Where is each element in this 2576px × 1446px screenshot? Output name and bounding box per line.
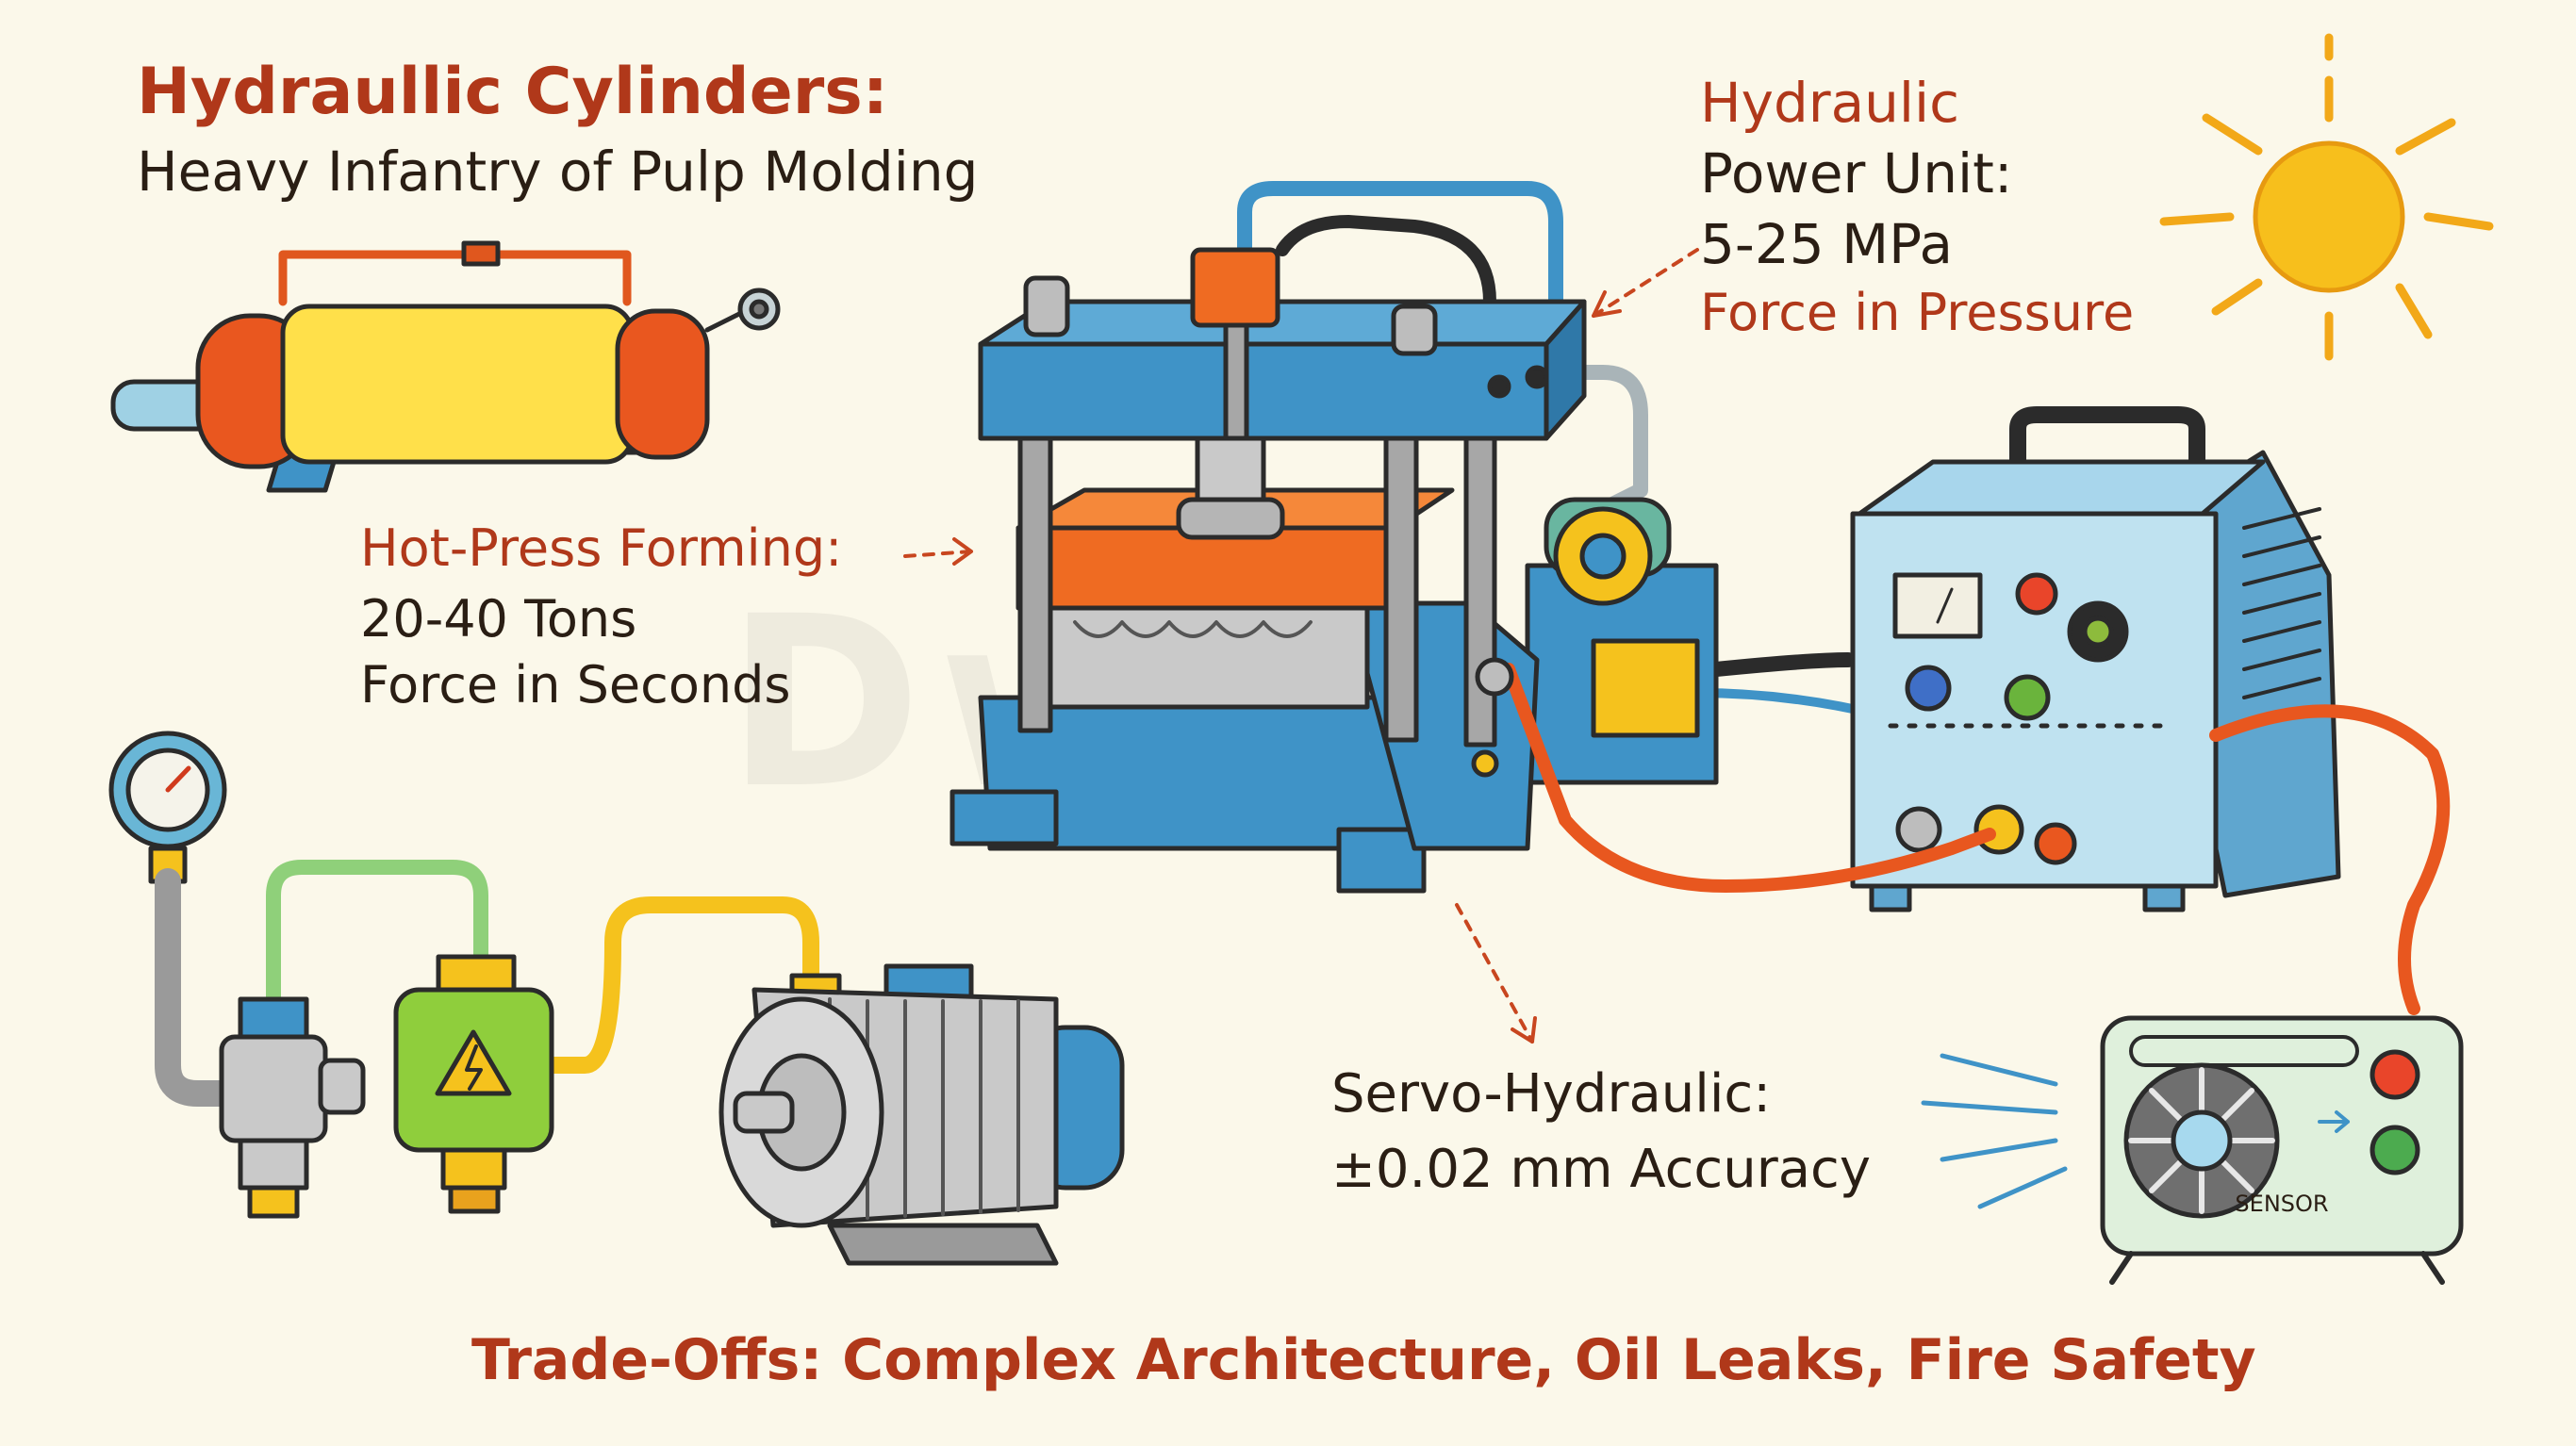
page-subtitle: Heavy Infantry of Pulp Molding xyxy=(137,140,979,204)
hot-press-caption: Force in Seconds xyxy=(360,655,791,715)
hot-press-tonnage: 20-40 Tons xyxy=(360,589,637,649)
pressure-gauge-icon xyxy=(108,731,244,1107)
power-unit-label-line1: Hydraulic xyxy=(1700,71,1960,135)
servo-label: Servo-Hydraulic: xyxy=(1331,1063,1772,1125)
solenoid-warning-icon xyxy=(393,954,554,1214)
power-unit-caption: Force in Pressure xyxy=(1700,283,2135,342)
electric-motor-icon xyxy=(718,963,1125,1266)
sensor-box-icon xyxy=(1921,1015,2464,1285)
trade-offs-caption: Trade-Offs: Complex Architecture, Oil Le… xyxy=(471,1327,2256,1393)
sun-icon xyxy=(2159,33,2494,361)
sensor-label: SENSOR xyxy=(2235,1191,2328,1217)
hydraulic-press-icon xyxy=(949,247,1719,894)
hydraulic-cylinder-icon xyxy=(110,240,781,493)
power-unit-pressure: 5-25 MPa xyxy=(1700,212,1954,276)
hot-press-label: Hot-Press Forming: xyxy=(360,518,843,578)
page-title: Hydraullic Cylinders: xyxy=(137,55,888,129)
power-unit-icon xyxy=(1850,406,2341,912)
servo-accuracy: ±0.02 mm Accuracy xyxy=(1331,1139,1871,1200)
valve-icon xyxy=(219,996,366,1219)
power-unit-label-line2: Power Unit: xyxy=(1700,141,2013,205)
